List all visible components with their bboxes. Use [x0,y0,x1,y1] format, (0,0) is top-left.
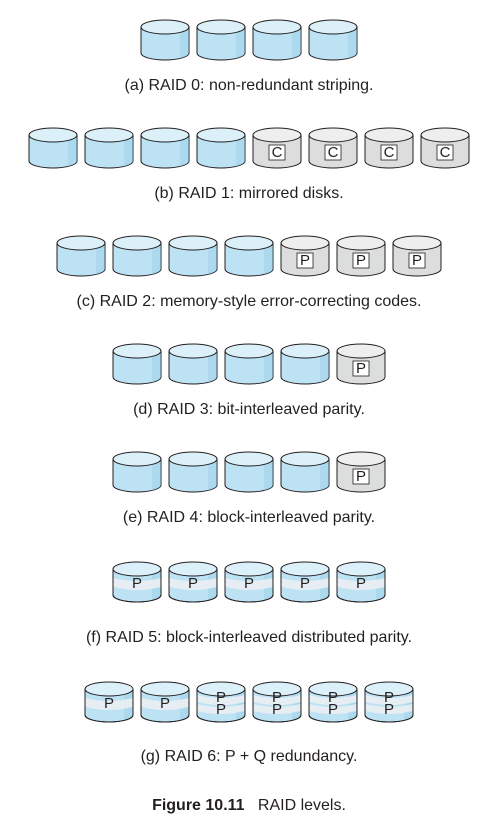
distributed-parity-disk: P [336,561,386,603]
disk-label: P [356,252,366,269]
disk-label: C [328,144,339,161]
disk-label: P [412,252,422,269]
caption-raid-5: (f) RAID 5: block-interleaved distribute… [85,629,413,646]
data-disk [56,235,106,277]
data-disk [196,19,246,61]
data-disk [224,235,274,277]
parity-label: P [328,701,338,718]
label-box [380,144,398,161]
check-disk: C [420,127,470,169]
data-disk [28,127,78,169]
check-disk: P [336,343,386,385]
data-disk [112,451,162,493]
parity-label: P [300,575,310,592]
check-disk: P [336,451,386,493]
distributed-parity-disk: P [224,561,274,603]
parity-label: P [216,689,226,706]
data-disk [112,235,162,277]
label-box [352,252,370,269]
data-disk [224,343,274,385]
distributed-parity-disk: PP [364,681,414,723]
parity-label: P [356,575,366,592]
distributed-parity-disk: P [84,681,134,723]
figure-caption: Figure 10.11 RAID levels. [0,797,498,815]
label-box [352,468,370,485]
distributed-parity-disk: PP [308,681,358,723]
data-disk [196,127,246,169]
disk-label: P [356,360,366,377]
caption-raid-3: (d) RAID 3: bit-interleaved parity. [133,401,365,418]
distributed-parity-disk: P [140,681,190,723]
label-box [352,360,370,377]
caption-raid-1: (b) RAID 1: mirrored disks. [154,185,344,202]
parity-label: P [384,689,394,706]
parity-label: P [384,701,394,718]
parity-label: P [244,575,254,592]
data-disk [224,451,274,493]
data-disk [252,19,302,61]
data-disk [112,343,162,385]
distributed-parity-disk: P [168,561,218,603]
caption-raid-4: (e) RAID 4: block-interleaved parity. [122,509,376,526]
parity-label: P [216,701,226,718]
figure-number: Figure 10.11 [152,797,245,814]
disk-row-raid-0 [140,19,358,61]
label-box [324,144,342,161]
data-disk [140,19,190,61]
parity-label: P [160,695,170,712]
check-disk: P [392,235,442,277]
check-disk: P [336,235,386,277]
parity-label: P [104,695,114,712]
disk-row-raid-3: P [112,343,386,385]
data-disk [84,127,134,169]
caption-raid-0: (a) RAID 0: non-redundant striping. [124,77,374,94]
parity-label: P [272,689,282,706]
disk-label: C [272,144,283,161]
label-box [296,252,314,269]
data-disk [140,127,190,169]
disk-label: P [300,252,310,269]
check-disk: P [280,235,330,277]
distributed-parity-disk: P [112,561,162,603]
data-disk [280,451,330,493]
caption-raid-2: (c) RAID 2: memory-style error-correctin… [76,293,422,310]
data-disk [168,235,218,277]
data-disk [168,343,218,385]
label-box [408,252,426,269]
check-disk: C [252,127,302,169]
parity-label: P [272,701,282,718]
caption-raid-6: (g) RAID 6: P + Q redundancy. [140,748,358,765]
check-disk: C [364,127,414,169]
parity-label: P [132,575,142,592]
disk-label: P [356,468,366,485]
distributed-parity-disk: PP [252,681,302,723]
disk-label: C [440,144,451,161]
data-disk [280,343,330,385]
label-box [436,144,454,161]
data-disk [308,19,358,61]
parity-label: P [328,689,338,706]
figure-title: RAID levels. [257,797,346,814]
parity-label: P [188,575,198,592]
distributed-parity-disk: P [280,561,330,603]
check-disk: C [308,127,358,169]
label-box [268,144,286,161]
distributed-parity-disk: PP [196,681,246,723]
disk-row-raid-4: P [112,451,386,493]
disk-label: C [384,144,395,161]
data-disk [168,451,218,493]
